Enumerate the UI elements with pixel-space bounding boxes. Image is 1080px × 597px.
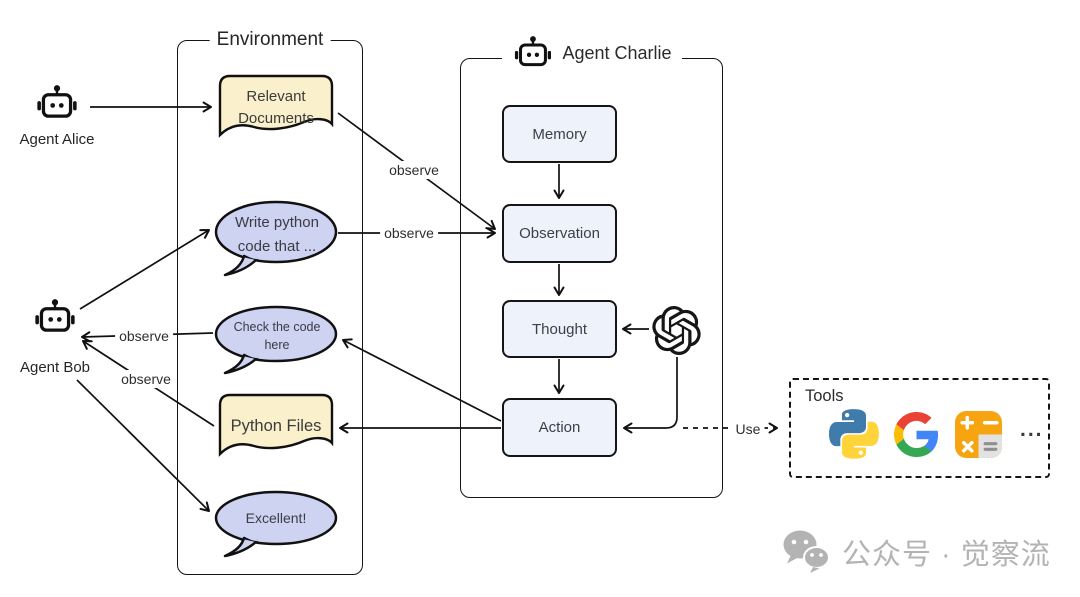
agent-bob-label: Agent Bob bbox=[19, 359, 91, 376]
agent-alice-label: Agent Alice bbox=[19, 131, 95, 148]
check-code-line2: here bbox=[264, 338, 289, 352]
observe-label-write-python: observe bbox=[380, 224, 438, 242]
excellent-bubble: Excellent! bbox=[214, 490, 338, 558]
agent-charlie-header: Agent Charlie bbox=[501, 35, 682, 72]
environment-box: Environment bbox=[177, 29, 363, 575]
use-label: Use bbox=[731, 420, 765, 438]
relevant-documents-shape: Relevant Documents bbox=[218, 74, 334, 138]
observe-label-python-files: observe bbox=[117, 370, 175, 388]
memory-box: Memory bbox=[502, 105, 617, 163]
google-logo-icon bbox=[894, 411, 939, 457]
relevant-documents-line1: Relevant bbox=[246, 88, 306, 105]
tools-box: Tools bbox=[789, 378, 1050, 478]
observation-box: Observation bbox=[502, 204, 617, 263]
relevant-documents-line2: Documents bbox=[238, 110, 314, 127]
robot-icon bbox=[514, 36, 551, 67]
calculator-icon bbox=[955, 410, 1002, 458]
write-python-bubble: Write python code that ... bbox=[214, 200, 338, 277]
edge-action-to-check-bubble bbox=[342, 338, 502, 422]
thought-box: Thought bbox=[502, 300, 617, 358]
tools-icon-row: ... bbox=[829, 409, 1044, 459]
agent-charlie-box: Agent Charlie bbox=[460, 35, 723, 498]
observe-label-documents: observe bbox=[385, 161, 443, 179]
robot-icon bbox=[37, 85, 77, 118]
tools-ellipsis: ... bbox=[1020, 418, 1044, 441]
openai-logo-icon bbox=[652, 306, 701, 355]
write-python-line1: Write python bbox=[235, 214, 319, 231]
check-code-line1: Check the code bbox=[234, 320, 321, 334]
environment-title: Environment bbox=[209, 29, 331, 51]
robot-icon bbox=[35, 299, 75, 332]
action-box: Action bbox=[502, 398, 617, 457]
edge-bob-to-excellent-bubble bbox=[76, 379, 210, 512]
edge-openai-to-action bbox=[623, 357, 678, 434]
python-files-label: Python Files bbox=[231, 417, 322, 435]
agent-charlie-title-label: Agent Charlie bbox=[562, 43, 672, 63]
excellent-label: Excellent! bbox=[246, 510, 307, 526]
watermark-text: 公众号 · 觉察流 bbox=[842, 539, 1051, 571]
watermark: 公众号 · 觉察流 bbox=[782, 529, 1051, 575]
python-files-shape: Python Files bbox=[218, 393, 334, 457]
edge-bob-to-write-bubble bbox=[79, 229, 210, 310]
observe-label-check-code: observe bbox=[115, 327, 173, 345]
wechat-icon bbox=[783, 530, 830, 573]
check-code-bubble: Check the code here bbox=[214, 305, 338, 375]
python-logo-icon bbox=[829, 409, 879, 459]
tools-title: Tools bbox=[805, 387, 844, 405]
write-python-line2: code that ... bbox=[238, 238, 316, 255]
